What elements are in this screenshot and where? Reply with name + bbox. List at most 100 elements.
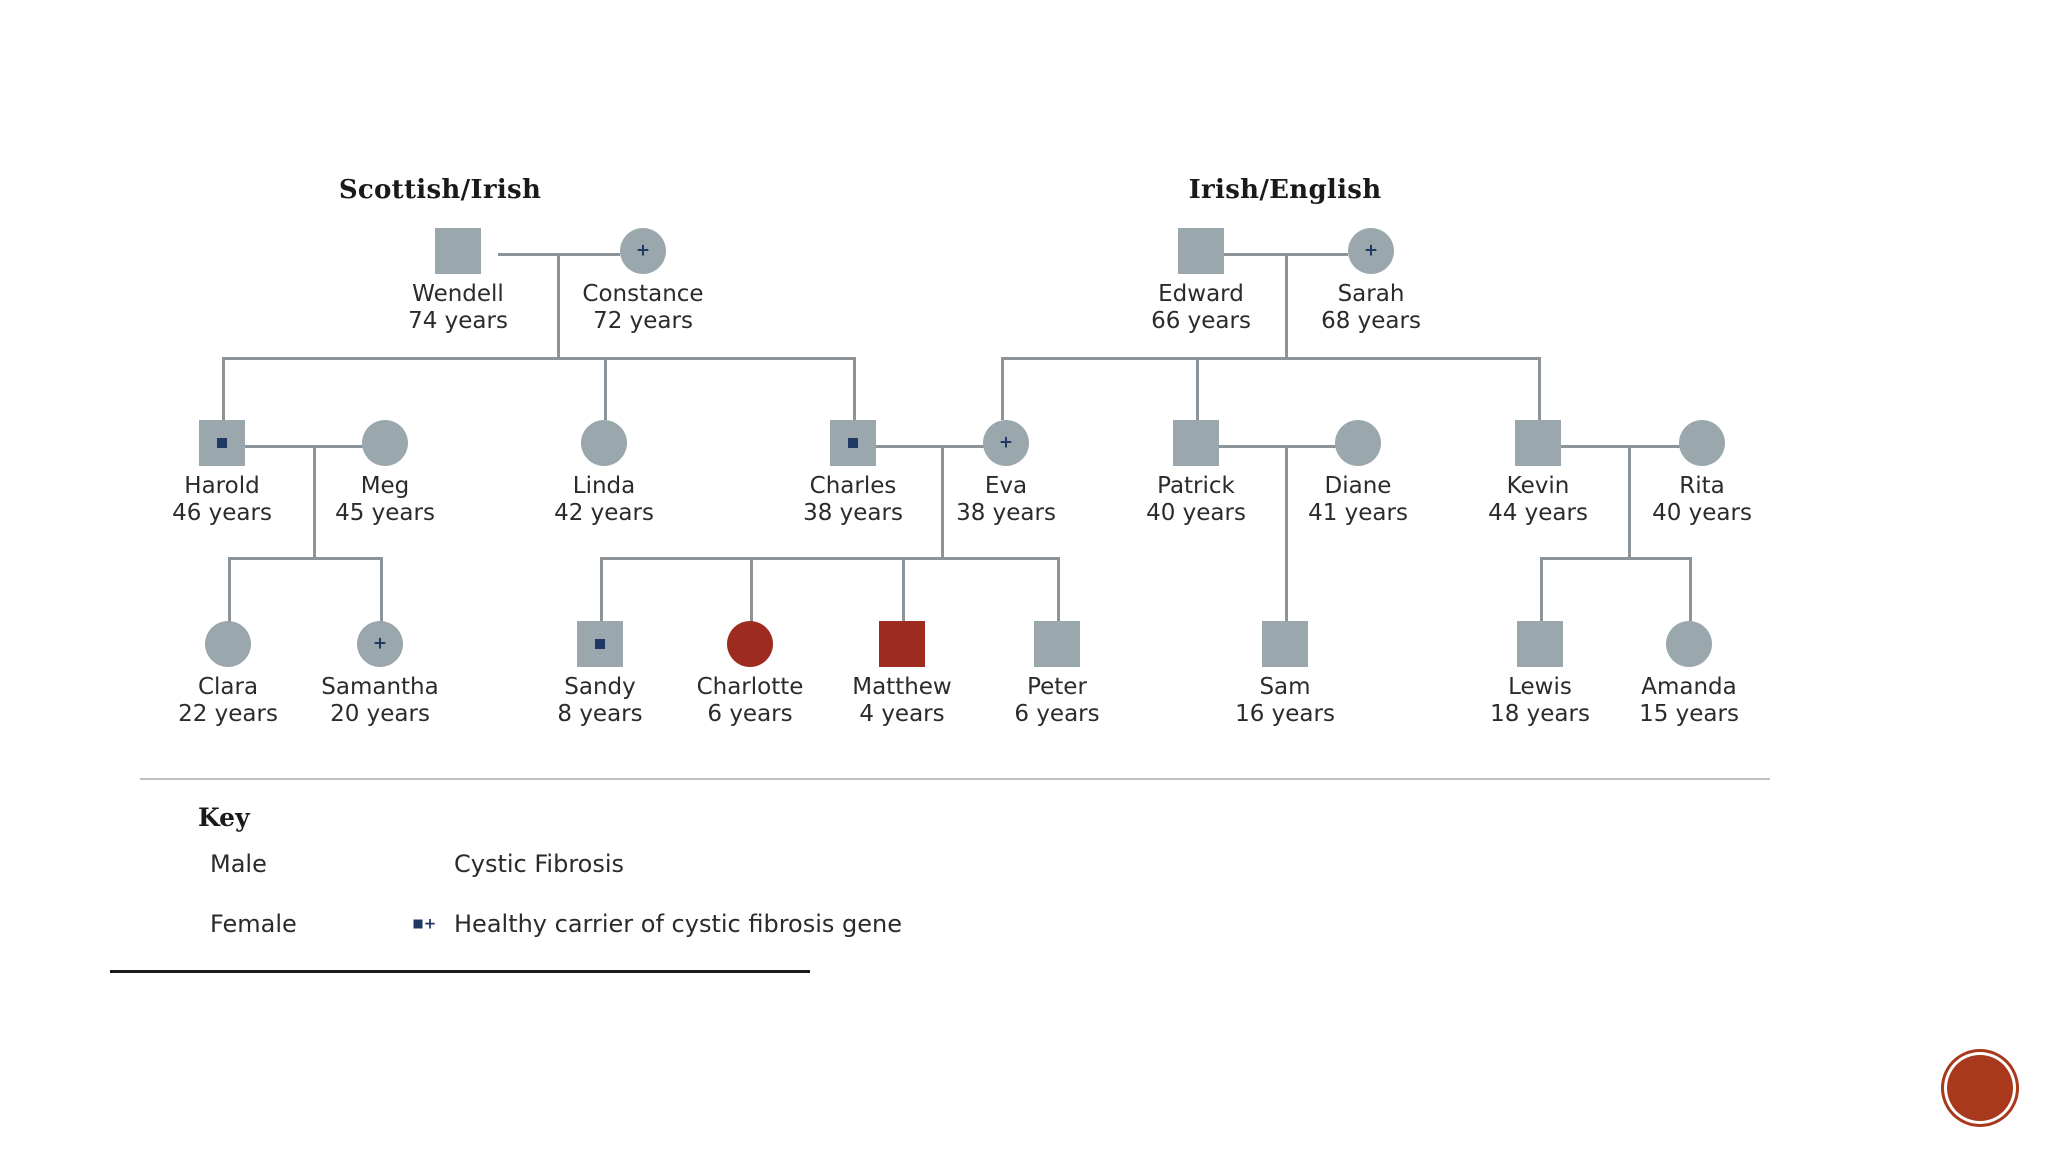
sibship-bar-kevin-rita	[1540, 557, 1692, 560]
descent-line-left-family	[557, 253, 560, 359]
symbol-male-lewis	[1517, 621, 1563, 667]
person-name: Eva	[984, 473, 1028, 499]
person-linda[interactable]: Linda 42 years	[504, 420, 704, 526]
person-name: Samantha	[321, 674, 439, 700]
person-charlotte[interactable]: Charlotte 6 years	[650, 621, 850, 727]
person-name: Charles	[809, 473, 897, 499]
symbol-female-amanda	[1666, 621, 1712, 667]
person-age: 40 years	[1652, 499, 1752, 526]
person-name: Matthew	[852, 674, 952, 700]
person-age: 41 years	[1308, 499, 1408, 526]
brand-watermark-icon	[1944, 1052, 2016, 1124]
symbol-female-constance: +	[620, 228, 666, 274]
person-age: 45 years	[335, 499, 435, 526]
person-amanda[interactable]: Amanda 15 years	[1589, 621, 1789, 727]
carrier-plus-icon: +	[635, 240, 651, 261]
person-name: Wendell	[412, 281, 504, 307]
person-age: 8 years	[557, 700, 643, 727]
person-age: 42 years	[554, 499, 654, 526]
person-name: Lewis	[1508, 674, 1572, 700]
person-lewis[interactable]: Lewis 18 years	[1440, 621, 1640, 727]
symbol-female-eva: +	[983, 420, 1029, 466]
carrier-square-icon	[595, 639, 605, 649]
person-name: Charlotte	[696, 674, 804, 700]
person-name: Amanda	[1641, 674, 1737, 700]
person-meg[interactable]: Meg 45 years	[285, 420, 485, 526]
person-kevin[interactable]: Kevin 44 years	[1438, 420, 1638, 526]
person-samantha[interactable]: + Samantha 20 years	[280, 621, 480, 727]
person-patrick[interactable]: Patrick 40 years	[1096, 420, 1296, 526]
child-drop-lewis	[1540, 557, 1543, 623]
child-drop-kevin	[1538, 357, 1541, 420]
sibship-bar-harold-meg	[228, 557, 382, 560]
descent-line-charles-eva	[941, 445, 944, 559]
person-peter[interactable]: Peter 6 years	[957, 621, 1157, 727]
person-constance[interactable]: + Constance 72 years	[543, 228, 743, 334]
person-clara[interactable]: Clara 22 years	[128, 621, 328, 727]
child-drop-charles	[853, 357, 856, 420]
person-age: 18 years	[1490, 700, 1590, 727]
person-name: Patrick	[1157, 473, 1235, 499]
child-drop-amanda	[1689, 557, 1692, 623]
carrier-square-icon	[217, 438, 227, 448]
symbol-female-linda	[581, 420, 627, 466]
person-name: Harold	[184, 473, 260, 499]
person-age: 6 years	[1014, 700, 1100, 727]
symbol-female-charlotte-affected	[727, 621, 773, 667]
person-eva[interactable]: + Eva 38 years	[906, 420, 1106, 526]
child-drop-clara	[228, 557, 231, 623]
person-diane[interactable]: Diane 41 years	[1258, 420, 1458, 526]
person-age: 66 years	[1151, 307, 1251, 334]
key-entry-female: Female	[198, 910, 297, 938]
person-age: 4 years	[859, 700, 945, 727]
sibship-bar-charles-eva	[600, 557, 1060, 560]
symbol-male-kevin	[1515, 420, 1561, 466]
person-age: 40 years	[1146, 499, 1246, 526]
descent-line-right-family	[1285, 253, 1288, 359]
symbol-male-sam	[1262, 621, 1308, 667]
key-entry-label: Cystic Fibrosis	[454, 850, 625, 878]
person-wendell[interactable]: Wendell 74 years	[358, 228, 558, 334]
mate-line-harold-meg	[245, 445, 380, 448]
symbol-male-sandy	[577, 621, 623, 667]
symbol-male-harold	[199, 420, 245, 466]
person-name: Sandy	[564, 674, 636, 700]
person-name: Rita	[1679, 473, 1725, 499]
symbol-female-clara	[205, 621, 251, 667]
symbol-male-peter	[1034, 621, 1080, 667]
child-drop-charlotte	[750, 557, 753, 623]
person-name: Sarah	[1337, 281, 1405, 307]
person-rita[interactable]: Rita 40 years	[1602, 420, 1802, 526]
key-title: Key	[198, 803, 250, 832]
person-matthew[interactable]: Matthew 4 years	[802, 621, 1002, 727]
person-edward[interactable]: Edward 66 years	[1101, 228, 1301, 334]
symbol-female-meg	[362, 420, 408, 466]
person-sandy[interactable]: Sandy 8 years	[500, 621, 700, 727]
sibship-bar-left-family	[222, 357, 856, 360]
key-entry-label: Healthy carrier of cystic fibrosis gene	[454, 910, 903, 938]
child-drop-eva	[1001, 357, 1004, 420]
key-entry-carrier: + Healthy carrier of cystic fibrosis gen…	[413, 910, 903, 938]
person-age: 6 years	[707, 700, 793, 727]
person-age: 44 years	[1488, 499, 1588, 526]
person-harold[interactable]: Harold 46 years	[122, 420, 322, 526]
descent-line-harold-meg	[313, 445, 316, 559]
person-sarah[interactable]: + Sarah 68 years	[1271, 228, 1471, 334]
person-charles[interactable]: Charles 38 years	[753, 420, 953, 526]
person-age: 46 years	[172, 499, 272, 526]
person-age: 68 years	[1321, 307, 1421, 334]
person-age: 20 years	[330, 700, 430, 727]
symbol-female-rita	[1679, 420, 1725, 466]
person-sam[interactable]: Sam 16 years	[1185, 621, 1385, 727]
child-drop-samantha	[380, 557, 383, 623]
symbol-male-edward	[1178, 228, 1224, 274]
person-age: 72 years	[593, 307, 693, 334]
group-title-scottish-irish: Scottish/Irish	[338, 175, 542, 205]
key-entry-cystic-fibrosis: Cystic Fibrosis	[418, 850, 624, 878]
symbol-female-sarah: +	[1348, 228, 1394, 274]
person-name: Kevin	[1506, 473, 1570, 499]
carrier-square-icon	[848, 438, 858, 448]
descent-line-patrick-diane	[1285, 445, 1288, 623]
person-age: 38 years	[956, 499, 1056, 526]
